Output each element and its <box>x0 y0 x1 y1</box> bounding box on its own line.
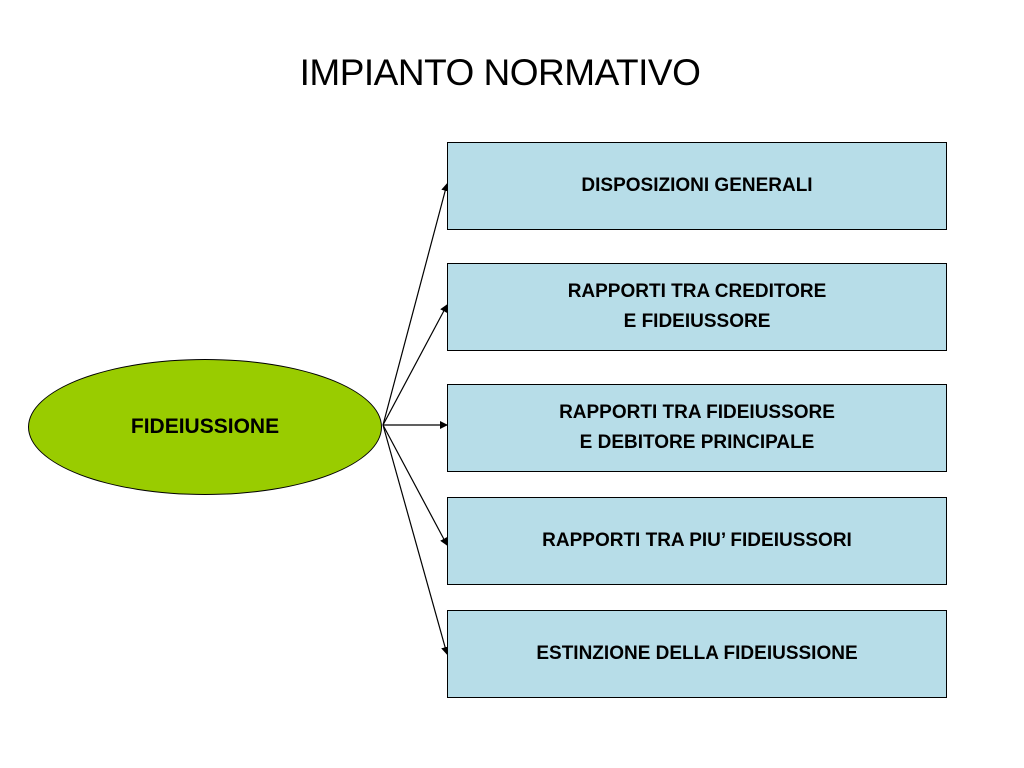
box-rapporti-piu-fideiussori: RAPPORTI TRA PIU’ FIDEIUSSORI <box>447 497 947 585</box>
box-label: RAPPORTI TRA PIU’ FIDEIUSSORI <box>542 530 852 551</box>
arrow-to-creditore-fideiussore <box>382 304 448 426</box>
arrow-to-disposizioni-generali <box>382 183 450 426</box>
box-label: RAPPORTI TRA FIDEIUSSORE E DEBITORE PRIN… <box>559 402 835 453</box>
center-node-fideiussione: FIDEIUSSIONE <box>28 359 382 495</box>
box-label: RAPPORTI TRA CREDITORE E FIDEIUSSORE <box>567 281 827 332</box>
box-estinzione-fideiussione: ESTINZIONE DELLA FIDEIUSSIONE <box>447 610 947 698</box>
arrow-to-estinzione <box>382 424 449 655</box>
box-rapporti-creditore-fideiussore: RAPPORTI TRA CREDITORE E FIDEIUSSORE <box>447 263 947 351</box>
arrow-to-piu-fideiussori <box>382 424 448 546</box>
box-label: ESTINZIONE DELLA FIDEIUSSIONE <box>536 643 858 664</box>
box-label: DISPOSIZIONI GENERALI <box>581 175 813 196</box>
box-rapporti-fideiussore-debitore: RAPPORTI TRA FIDEIUSSORE E DEBITORE PRIN… <box>447 384 947 472</box>
center-node-label: FIDEIUSSIONE <box>130 415 280 438</box>
box-disposizioni-generali: DISPOSIZIONI GENERALI <box>447 142 947 230</box>
slide-title: IMPIANTO NORMATIVO <box>299 52 701 93</box>
